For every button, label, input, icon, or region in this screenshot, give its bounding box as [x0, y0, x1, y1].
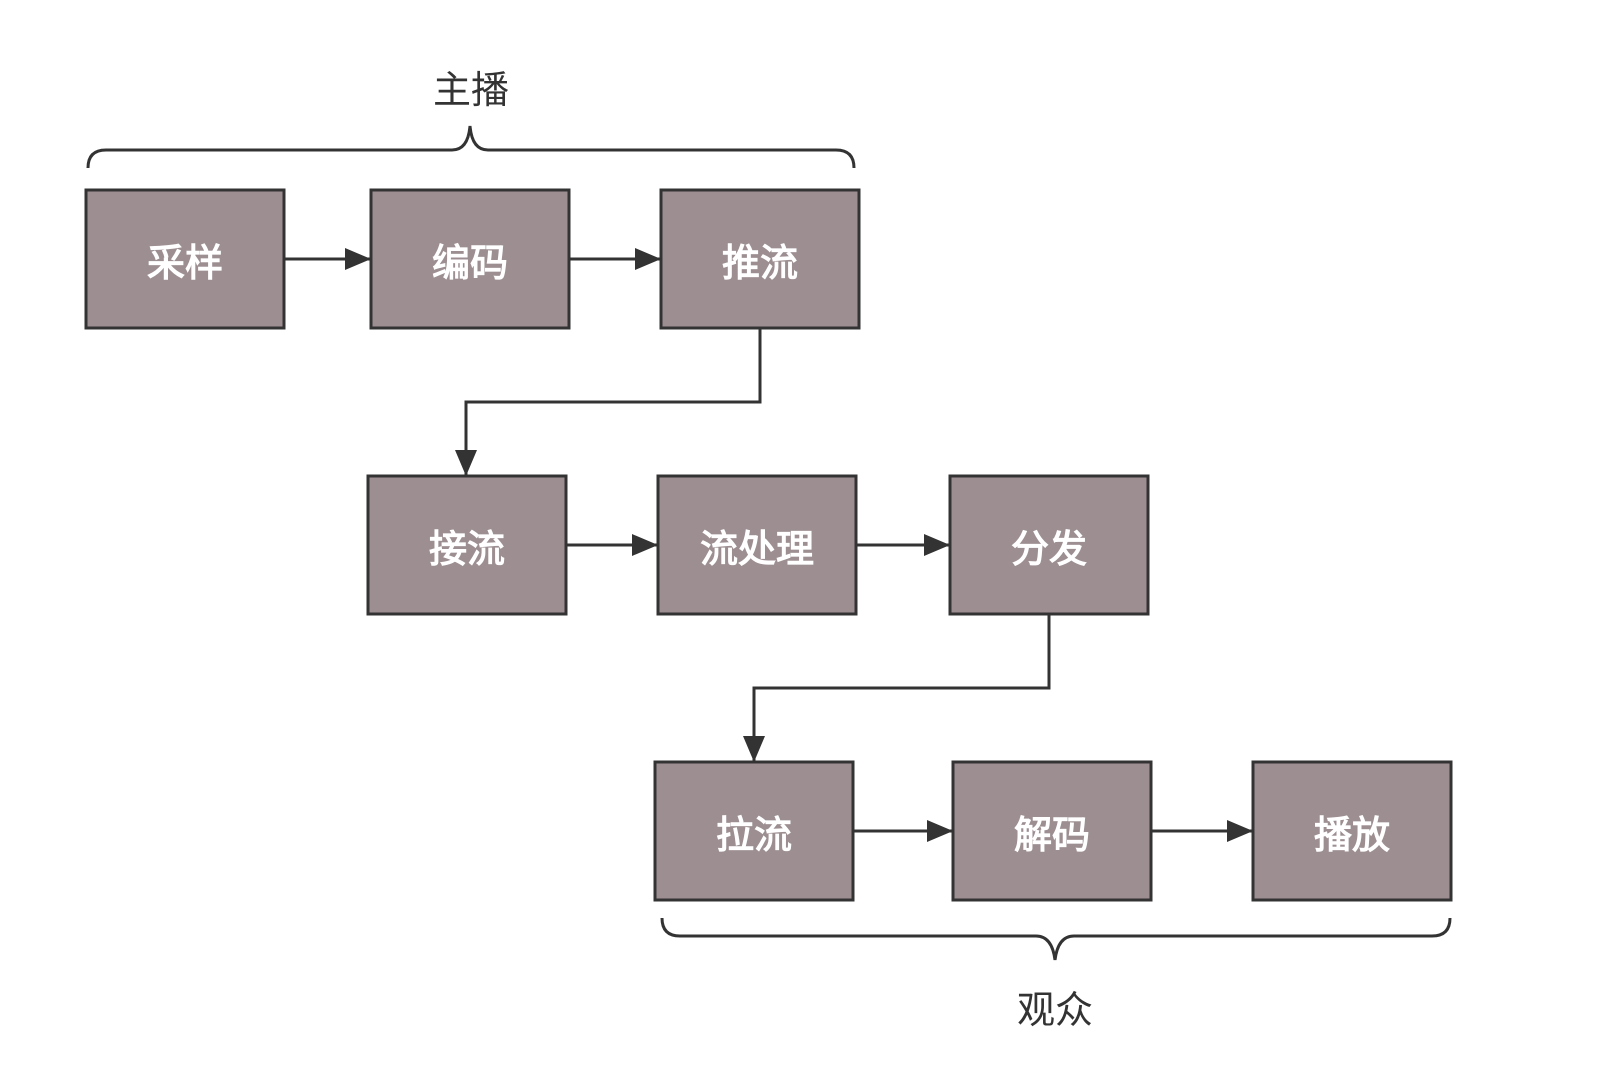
node-sampling: 采样 — [84, 188, 286, 330]
node-stream-processing-label: 流处理 — [700, 527, 814, 571]
node-distribution: 分发 — [948, 474, 1150, 616]
node-pull-stream: 拉流 — [653, 760, 855, 902]
audience-brace — [660, 917, 1452, 961]
node-distribution-label: 分发 — [1011, 527, 1087, 571]
node-pull-stream-label: 拉流 — [716, 813, 792, 857]
broadcaster-group-label: 主播 — [433, 68, 509, 112]
node-decoding: 解码 — [951, 760, 1153, 902]
broadcaster-brace — [86, 125, 856, 169]
arrow-push-stream-to-receive-stream — [455, 328, 762, 476]
node-decoding-label: 解码 — [1014, 813, 1090, 857]
node-push-stream: 推流 — [659, 188, 861, 330]
node-receive-stream: 接流 — [366, 474, 568, 616]
node-sampling-label: 采样 — [147, 241, 223, 285]
node-push-stream-label: 推流 — [722, 241, 798, 285]
node-receive-stream-label: 接流 — [429, 527, 505, 571]
node-encoding-label: 编码 — [432, 241, 508, 285]
node-playback-label: 播放 — [1314, 813, 1390, 857]
node-stream-processing: 流处理 — [656, 474, 858, 616]
arrow-distribution-to-pull-stream — [743, 614, 1051, 762]
node-playback: 播放 — [1251, 760, 1453, 902]
audience-group-label: 观众 — [1017, 988, 1093, 1032]
node-encoding: 编码 — [369, 188, 571, 330]
